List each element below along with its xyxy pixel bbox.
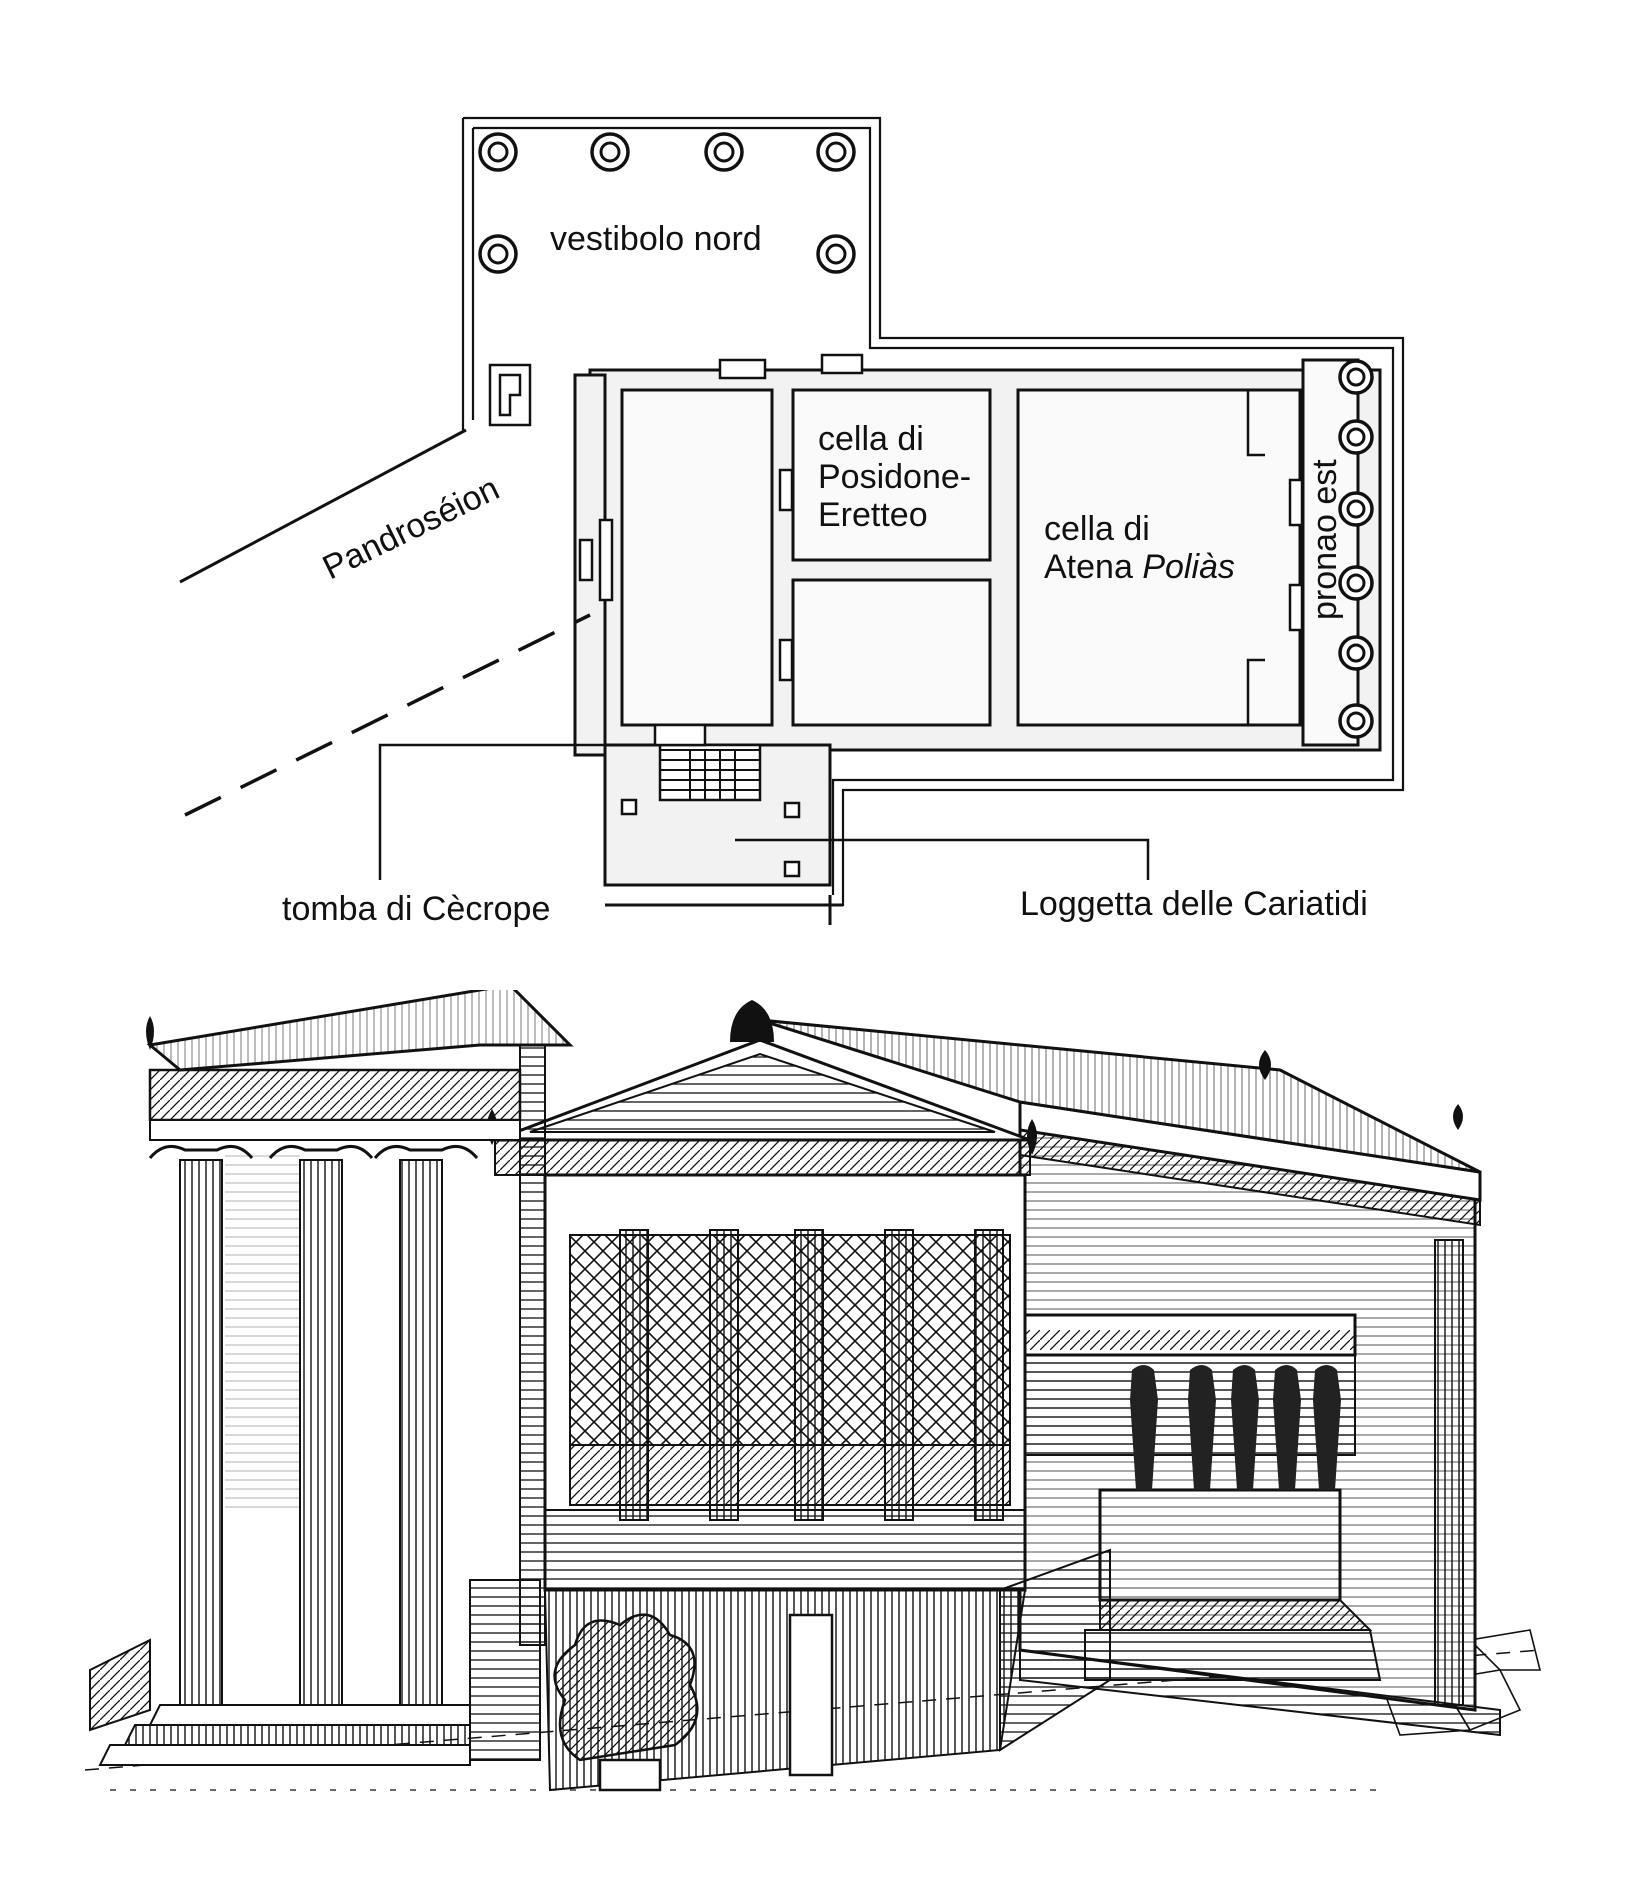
label-cella-posidone-1: cella di [818,420,924,458]
column-icon [1338,565,1374,601]
column-icon [1338,359,1374,395]
label-cella-atena-1: cella di [1044,510,1150,548]
north-porch-columns [478,132,856,274]
column-icon [478,234,518,274]
label-cella-atena-2: Atena Poliàs [1044,548,1235,586]
column-icon [478,132,518,172]
label-pronao-est: pronao est [1306,459,1344,620]
ionic-column-icon [148,1144,479,1706]
column-icon [1338,419,1374,455]
background-wall [89,1638,151,1732]
label-pandroseion: Pandroséion [317,469,505,587]
label-loggetta-cariatidi: Loggetta delle Cariatidi [1020,885,1368,923]
cella-atena-room [1016,388,1302,727]
column-icon [1338,635,1374,671]
east-porch-columns [1338,359,1374,739]
south-middle-room [791,578,992,727]
label-cella-posidone-3: Eretteo [818,496,928,534]
label-cella-atena-italic: Poliàs [1142,548,1235,586]
column-icon [704,132,744,172]
cella-posidone-room [791,388,992,562]
column-icon [816,234,856,274]
pandroseion-boundary [179,428,591,817]
column-icon [1338,491,1374,527]
stairs [620,723,801,878]
column-icon [1338,703,1374,739]
caryatid-icon [1130,1365,1341,1490]
north-porch [98,990,574,1766]
label-cella-posidone-2: Posidone- [818,458,971,496]
caryatid-porch [1008,1313,1382,1681]
acroterion-icon [146,1016,154,1050]
olive-tree-icon [553,1613,699,1792]
north-porch-walls [461,116,1405,907]
label-tomba-cecrope: tomba di Cècrope [282,890,550,928]
column-icon [590,132,630,172]
label-cella-atena-prefix: Atena [1044,548,1142,586]
door-marks [488,353,1304,725]
floor-plan: vestibolo nord cella di Posidone- Erette… [179,116,1405,928]
label-vestibolo-nord: vestibolo nord [550,220,762,258]
leader-lines [378,743,1150,880]
acroterion-icon [1259,1050,1463,1130]
column-icon [816,132,856,172]
west-room [620,388,774,727]
ionic-column-icon [619,1229,1004,1521]
west-facade [487,1000,1037,1592]
temple-elevation-drawing [84,990,1542,1792]
